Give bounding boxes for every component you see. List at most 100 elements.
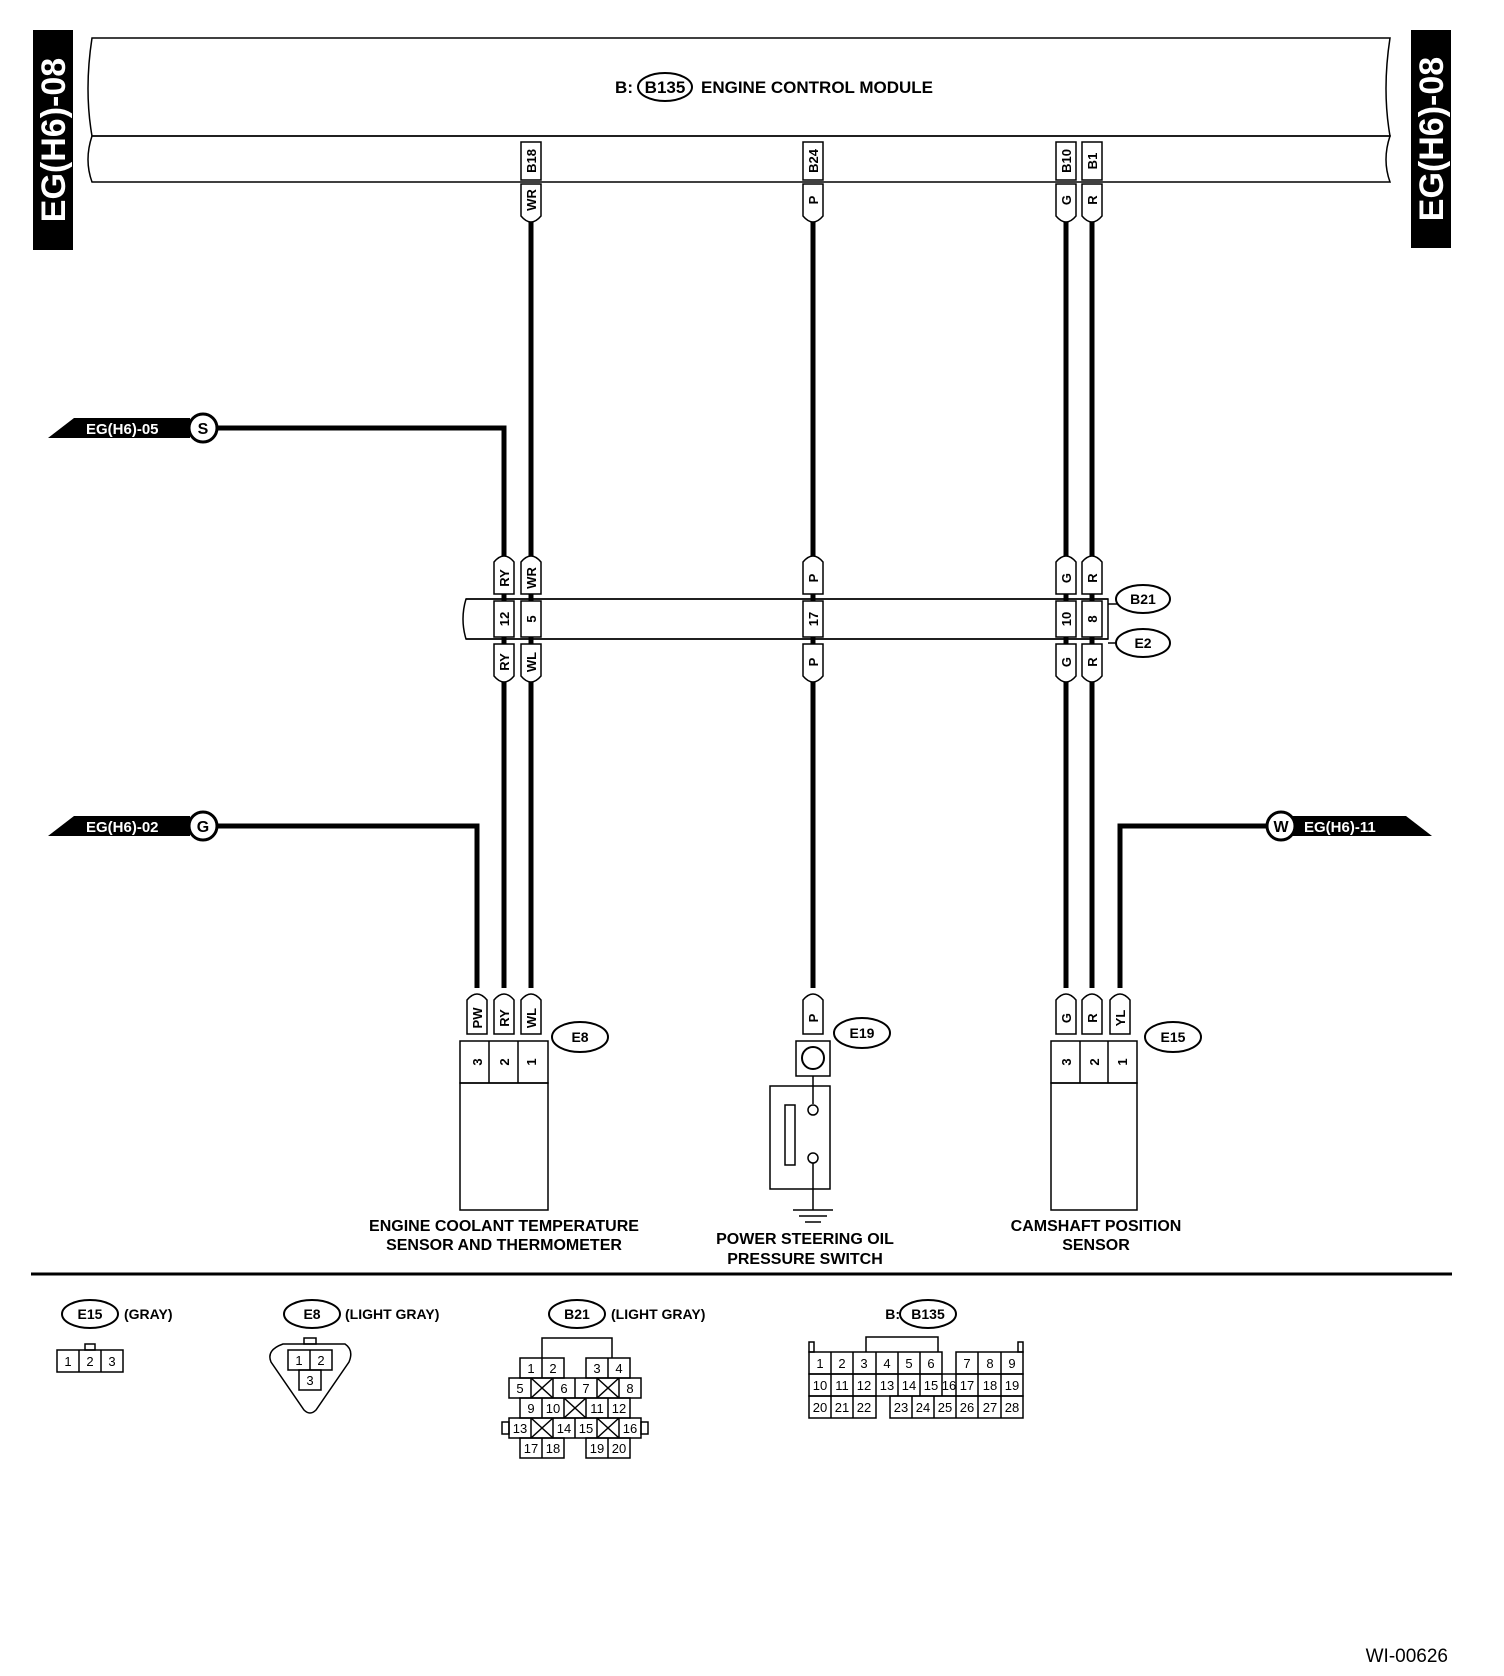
ecm-label: ENGINE CONTROL MODULE bbox=[701, 78, 933, 97]
svg-text:E19: E19 bbox=[850, 1025, 875, 1041]
svg-text:PRESSURE SWITCH: PRESSURE SWITCH bbox=[727, 1251, 883, 1268]
svg-text:RY: RY bbox=[497, 653, 512, 671]
svg-text:WR: WR bbox=[524, 189, 539, 211]
left-side-tag-label: EG(H6)-08 bbox=[35, 58, 73, 222]
svg-text:(LIGHT GRAY): (LIGHT GRAY) bbox=[611, 1306, 705, 1322]
svg-text:1: 1 bbox=[295, 1353, 302, 1368]
wire-w bbox=[1117, 823, 1279, 988]
svg-text:G: G bbox=[1059, 195, 1074, 205]
svg-text:B:: B: bbox=[885, 1306, 900, 1322]
joint-pin-10: G 10 G bbox=[1055, 555, 1077, 683]
svg-text:18: 18 bbox=[983, 1378, 997, 1393]
svg-text:28: 28 bbox=[1005, 1400, 1019, 1415]
svg-text:2: 2 bbox=[497, 1058, 512, 1065]
connector-view-b135: B: B135 1 2 3 4 5 6 7 8 9 10 11 12 13 14… bbox=[808, 1299, 1024, 1419]
svg-text:G: G bbox=[1059, 657, 1074, 667]
svg-text:8: 8 bbox=[986, 1356, 993, 1371]
svg-text:R: R bbox=[1085, 195, 1100, 205]
svg-text:(LIGHT GRAY): (LIGHT GRAY) bbox=[345, 1306, 439, 1322]
svg-text:1: 1 bbox=[816, 1356, 823, 1371]
offpage-connector-g: EG(H6)-02 G bbox=[48, 810, 219, 842]
svg-text:PW: PW bbox=[470, 1007, 485, 1029]
joint-pin-8: R 8 R bbox=[1081, 555, 1103, 683]
svg-text:11: 11 bbox=[590, 1401, 604, 1416]
svg-text:7: 7 bbox=[582, 1381, 589, 1396]
svg-text:4: 4 bbox=[883, 1356, 890, 1371]
svg-text:24: 24 bbox=[916, 1400, 930, 1415]
svg-text:E8: E8 bbox=[571, 1029, 588, 1045]
ecm-module: B: B135 ENGINE CONTROL MODULE bbox=[87, 37, 1392, 183]
svg-text:12: 12 bbox=[857, 1378, 871, 1393]
e2-badge bbox=[1115, 628, 1171, 658]
svg-text:5: 5 bbox=[524, 615, 539, 622]
b21-badge bbox=[1115, 584, 1171, 614]
ecm-prefix: B: bbox=[615, 78, 633, 97]
svg-text:17: 17 bbox=[524, 1441, 538, 1456]
svg-text:R: R bbox=[1085, 657, 1100, 667]
svg-text:3: 3 bbox=[470, 1058, 485, 1065]
svg-text:20: 20 bbox=[612, 1441, 626, 1456]
svg-text:S: S bbox=[198, 421, 209, 438]
svg-text:EG(H6)-02: EG(H6)-02 bbox=[86, 819, 159, 836]
ps-switch: P E19 POWER STEERING OIL PRESSURE SWITCH bbox=[716, 993, 894, 1268]
svg-text:G: G bbox=[1059, 573, 1074, 583]
svg-text:B18: B18 bbox=[524, 149, 539, 173]
wire-s bbox=[205, 425, 507, 988]
cam-sensor: G R YL 3 2 1 E15 CAMSHAFT POSITION SENSO… bbox=[1011, 993, 1202, 1254]
joint-pin-12: RY 12 RY bbox=[493, 555, 515, 683]
svg-text:1: 1 bbox=[1115, 1058, 1130, 1065]
svg-text:YL: YL bbox=[1113, 1010, 1128, 1027]
svg-text:EG(H6)-05: EG(H6)-05 bbox=[86, 421, 159, 438]
svg-text:21: 21 bbox=[835, 1400, 849, 1415]
svg-text:13: 13 bbox=[880, 1378, 894, 1393]
svg-text:WL: WL bbox=[524, 1008, 539, 1028]
svg-text:1: 1 bbox=[64, 1354, 71, 1369]
ecm-pin-b1: B1 R bbox=[1081, 141, 1103, 223]
svg-text:10: 10 bbox=[813, 1378, 827, 1393]
svg-text:20: 20 bbox=[813, 1400, 827, 1415]
svg-text:SENSOR: SENSOR bbox=[1062, 1237, 1130, 1254]
svg-text:14: 14 bbox=[902, 1378, 916, 1393]
svg-text:E15: E15 bbox=[1161, 1029, 1186, 1045]
svg-text:EG(H6)-11: EG(H6)-11 bbox=[1304, 819, 1376, 836]
svg-text:RY: RY bbox=[497, 569, 512, 587]
svg-text:P: P bbox=[806, 195, 821, 204]
svg-text:17: 17 bbox=[806, 612, 821, 626]
svg-text:3: 3 bbox=[860, 1356, 867, 1371]
right-side-tag-label: EG(H6)-08 bbox=[1413, 57, 1451, 221]
connector-view-e15: E15 (GRAY) 1 2 3 bbox=[56, 1299, 173, 1373]
svg-text:SENSOR AND THERMOMETER: SENSOR AND THERMOMETER bbox=[386, 1237, 622, 1254]
connector-view-b21: B21 (LIGHT GRAY) 1 2 3 4 5 6 7 8 9 10 11… bbox=[501, 1299, 705, 1459]
svg-text:9: 9 bbox=[527, 1401, 534, 1416]
svg-text:3: 3 bbox=[306, 1373, 313, 1388]
svg-text:ENGINE COOLANT TEMPERATURE: ENGINE COOLANT TEMPERATURE bbox=[369, 1218, 639, 1235]
ecm-connector-id: B135 bbox=[645, 78, 686, 97]
svg-text:13: 13 bbox=[513, 1421, 527, 1436]
svg-text:CAMSHAFT POSITION: CAMSHAFT POSITION bbox=[1011, 1218, 1182, 1235]
svg-text:4: 4 bbox=[615, 1361, 622, 1376]
ecm-pin-b18: B18 WR bbox=[520, 141, 542, 223]
svg-text:14: 14 bbox=[557, 1421, 571, 1436]
svg-text:18: 18 bbox=[546, 1441, 560, 1456]
joint-pin-5: WR 5 WL bbox=[520, 555, 542, 683]
svg-text:2: 2 bbox=[549, 1361, 556, 1376]
svg-text:E2: E2 bbox=[1134, 635, 1151, 651]
svg-text:7: 7 bbox=[963, 1356, 970, 1371]
svg-text:12: 12 bbox=[612, 1401, 626, 1416]
connector-view-e8: E8 (LIGHT GRAY) 1 2 3 bbox=[269, 1299, 439, 1414]
svg-text:11: 11 bbox=[835, 1378, 849, 1393]
offpage-connector-s: EG(H6)-05 S bbox=[48, 412, 219, 444]
svg-text:POWER STEERING OIL: POWER STEERING OIL bbox=[716, 1231, 894, 1248]
svg-text:10: 10 bbox=[546, 1401, 560, 1416]
svg-text:G: G bbox=[1059, 1013, 1074, 1023]
svg-text:P: P bbox=[806, 573, 821, 582]
svg-text:W: W bbox=[1273, 819, 1289, 836]
svg-text:16: 16 bbox=[623, 1421, 637, 1436]
svg-text:2: 2 bbox=[838, 1356, 845, 1371]
svg-text:R: R bbox=[1085, 573, 1100, 583]
footer-code: WI-00626 bbox=[1366, 1646, 1448, 1667]
svg-text:B21: B21 bbox=[1130, 591, 1156, 607]
svg-text:27: 27 bbox=[983, 1400, 997, 1415]
wire-g bbox=[205, 823, 480, 988]
